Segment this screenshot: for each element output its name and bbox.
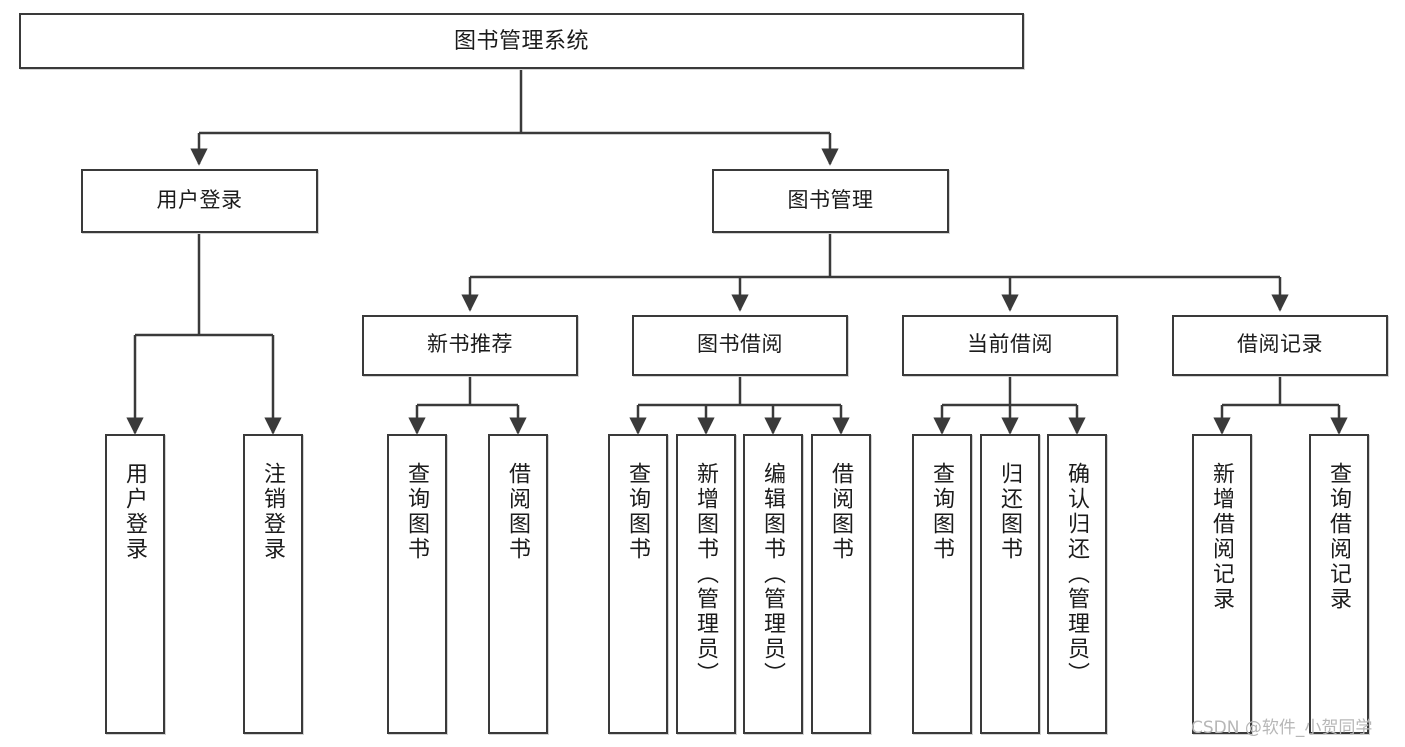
node-user-login[interactable]: 用户登录 [81, 169, 318, 233]
node-label: 借阅图书 [506, 462, 531, 562]
node-label: 编辑图书（管理员） [761, 462, 786, 687]
node-borrow-records[interactable]: 借阅记录 [1172, 315, 1388, 376]
node-book-borrow[interactable]: 图书借阅 [632, 315, 848, 376]
node-label: 注销登录 [261, 462, 286, 562]
watermark-text: CSDN @软件_小贺同学 [1191, 718, 1373, 738]
node-label: 当前借阅 [967, 333, 1053, 357]
node-label: 图书借阅 [697, 333, 783, 357]
node-label: 借阅图书 [829, 462, 854, 562]
node-label: 确认归还（管理员） [1065, 462, 1090, 687]
node-label: 新书推荐 [427, 333, 513, 357]
leaf-recommend-borrow-book[interactable]: 借阅图书 [488, 434, 548, 734]
node-label: 查询图书 [405, 462, 430, 562]
node-label: 用户登录 [123, 462, 148, 562]
leaf-borrow-query-book[interactable]: 查询图书 [608, 434, 668, 734]
leaf-recommend-query-book[interactable]: 查询图书 [387, 434, 447, 734]
leaf-current-query-book[interactable]: 查询图书 [912, 434, 972, 734]
leaf-current-confirm-return-admin[interactable]: 确认归还（管理员） [1047, 434, 1107, 734]
leaf-user-login-login[interactable]: 用户登录 [105, 434, 165, 734]
node-root-system[interactable]: 图书管理系统 [19, 13, 1024, 69]
node-label: 查询图书 [930, 462, 955, 562]
leaf-user-login-logout[interactable]: 注销登录 [243, 434, 303, 734]
node-current-borrow[interactable]: 当前借阅 [902, 315, 1118, 376]
leaf-records-add-record[interactable]: 新增借阅记录 [1192, 434, 1252, 734]
node-book-management[interactable]: 图书管理 [712, 169, 949, 233]
leaf-current-return-book[interactable]: 归还图书 [980, 434, 1040, 734]
node-label: 借阅记录 [1237, 333, 1323, 357]
leaf-borrow-add-book-admin[interactable]: 新增图书（管理员） [676, 434, 736, 734]
leaf-records-query-record[interactable]: 查询借阅记录 [1309, 434, 1369, 734]
node-label: 查询图书 [626, 462, 651, 562]
node-label: 归还图书 [998, 462, 1023, 562]
node-label: 图书管理 [787, 188, 874, 212]
node-label: 新增借阅记录 [1210, 462, 1235, 612]
node-new-book-recommend[interactable]: 新书推荐 [362, 315, 578, 376]
leaf-borrow-borrow-book[interactable]: 借阅图书 [811, 434, 871, 734]
node-label: 查询借阅记录 [1327, 462, 1352, 612]
node-label: 新增图书（管理员） [694, 462, 719, 687]
node-label: 用户登录 [156, 188, 243, 212]
node-label: 图书管理系统 [453, 28, 589, 54]
leaf-borrow-edit-book-admin[interactable]: 编辑图书（管理员） [743, 434, 803, 734]
